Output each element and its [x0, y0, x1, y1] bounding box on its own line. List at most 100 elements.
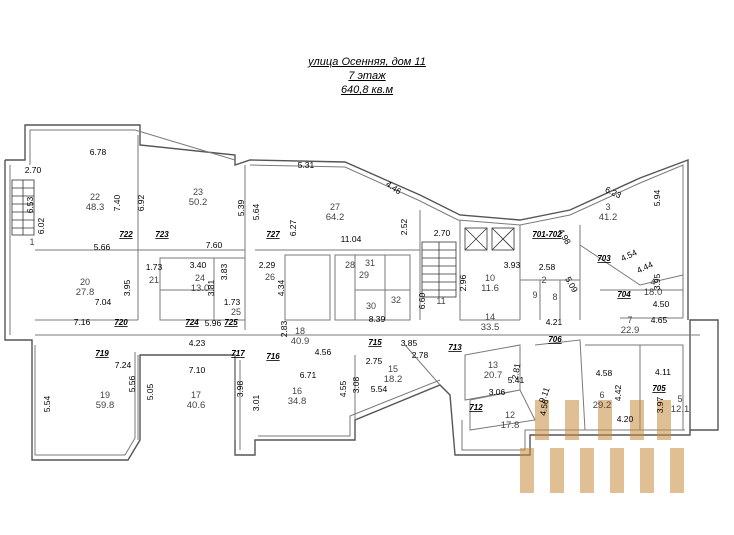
- lot-number: 719: [95, 349, 109, 358]
- dimension-label: 2.58: [539, 262, 556, 272]
- lot-number: 727: [266, 230, 280, 239]
- room-number: 30: [366, 301, 376, 311]
- lot-number: 715: [368, 338, 382, 347]
- room-number: 17: [191, 390, 201, 400]
- room-number: 9: [532, 290, 537, 300]
- room-area: 13.0: [191, 283, 210, 294]
- dimension-label: 7.16: [74, 317, 91, 327]
- dimension-label: 6.02: [36, 217, 46, 234]
- total-area: 640,8 кв.м: [340, 84, 394, 96]
- room-number: 24: [195, 273, 205, 283]
- room-area: 50.2: [189, 197, 208, 208]
- dimension-label: 2.75: [366, 356, 383, 366]
- room-number: 25: [231, 307, 241, 317]
- dimension-label: 2.96: [458, 274, 468, 291]
- room-number: 20: [80, 277, 90, 287]
- dimension-label: 5.94: [652, 189, 662, 206]
- dimension-label: 5.66: [94, 242, 111, 252]
- elevator-shafts: [464, 227, 515, 251]
- dimension-label: 2.70: [25, 165, 42, 175]
- dimension-label: 5.96: [205, 318, 222, 328]
- lot-number: 716: [266, 352, 280, 361]
- dimension-label: 7.40: [112, 194, 122, 211]
- dimension-label: 5.05: [145, 383, 155, 400]
- lot-number: 703: [597, 254, 611, 263]
- dimension-label: 6.78: [90, 147, 107, 157]
- dimension-label: 6.92: [136, 194, 146, 211]
- lot-number: 724: [185, 318, 199, 327]
- room-number: 32: [391, 295, 401, 305]
- room-number: 23: [193, 187, 203, 197]
- room-number: 31: [365, 258, 375, 268]
- dimension-label: 4.56: [315, 347, 332, 357]
- dimension-label: 6.60: [417, 292, 427, 309]
- room-number: 19: [100, 390, 110, 400]
- watermark-logo: [520, 400, 684, 493]
- lot-number: 717: [231, 349, 245, 358]
- dimension-label: 5.54: [371, 384, 388, 394]
- dimension-label: 4.11: [655, 367, 671, 377]
- room-number: 6: [599, 390, 604, 400]
- dimension-label: 2.83: [279, 320, 289, 337]
- dimension-label: 7.24: [115, 360, 132, 370]
- room-number: 15: [388, 364, 398, 374]
- floor-label: 7 этаж: [348, 70, 386, 82]
- dimension-label: 3.98: [235, 380, 245, 397]
- room-area: 18.0: [644, 287, 663, 298]
- room-area: 33.5: [481, 322, 500, 333]
- dimension-label: 5.09: [563, 275, 580, 295]
- dimension-label: 6.27: [288, 219, 298, 236]
- dimension-label: 3.40: [190, 260, 207, 270]
- room-number: 13: [488, 360, 498, 370]
- room-number: 3: [605, 202, 610, 212]
- room-number: 4: [650, 277, 655, 287]
- dimension-label: 4.46: [384, 179, 404, 197]
- dimension-label: 2.70: [434, 228, 451, 238]
- dimension-label: 7.10: [189, 365, 206, 375]
- room-number: 10: [485, 273, 495, 283]
- room-number: 12: [505, 410, 515, 420]
- dimension-label: 4.58: [596, 368, 613, 378]
- room-number: 21: [149, 275, 159, 285]
- room-number: 7: [627, 315, 632, 325]
- dimension-label: 5.54: [42, 395, 52, 412]
- room-area: 18.2: [384, 374, 403, 385]
- dimension-label: 8.39: [369, 314, 386, 324]
- room-area: 40.6: [187, 400, 206, 411]
- dimension-label: 5.41: [508, 375, 525, 385]
- room-area: 29.2: [593, 400, 612, 411]
- room-area: 20.7: [484, 370, 503, 381]
- dimension-label: 3.97: [655, 396, 665, 413]
- street-address: улица Осенняя, дом 11: [308, 56, 426, 68]
- room-number: 14: [485, 312, 495, 322]
- dimension-label: 4.56: [538, 398, 551, 416]
- room-number: 11: [436, 296, 445, 306]
- room-area: 17.8: [501, 420, 520, 431]
- dimension-label: 3.81: [206, 279, 216, 296]
- dimension-label: 4.50: [653, 299, 670, 309]
- room-area: 64.2: [326, 212, 345, 223]
- room-area: 41.2: [599, 212, 618, 223]
- dimension-label: 3.93: [504, 260, 521, 270]
- dimension-label: 1.73: [224, 297, 241, 307]
- lot-number: 706: [548, 335, 562, 344]
- dimension-label: 4.55: [338, 380, 348, 397]
- dimension-label: 5.39: [236, 199, 246, 216]
- dimension-label: 4.20: [617, 414, 634, 424]
- dimension-label: 2.78: [412, 350, 429, 360]
- dimension-label: 3.06: [489, 387, 506, 397]
- dimension-label: 2.52: [399, 218, 409, 235]
- interior-walls: [35, 135, 700, 440]
- room-number: 28: [345, 260, 355, 270]
- room-number: 1: [29, 237, 34, 247]
- dimension-label: 2.29: [259, 260, 276, 270]
- room-number: 29: [359, 270, 369, 280]
- dimension-label: 5.56: [127, 375, 137, 392]
- room-number: 22: [90, 192, 100, 202]
- room-number: 27: [330, 202, 340, 212]
- dimension-label: 3.95: [652, 273, 662, 290]
